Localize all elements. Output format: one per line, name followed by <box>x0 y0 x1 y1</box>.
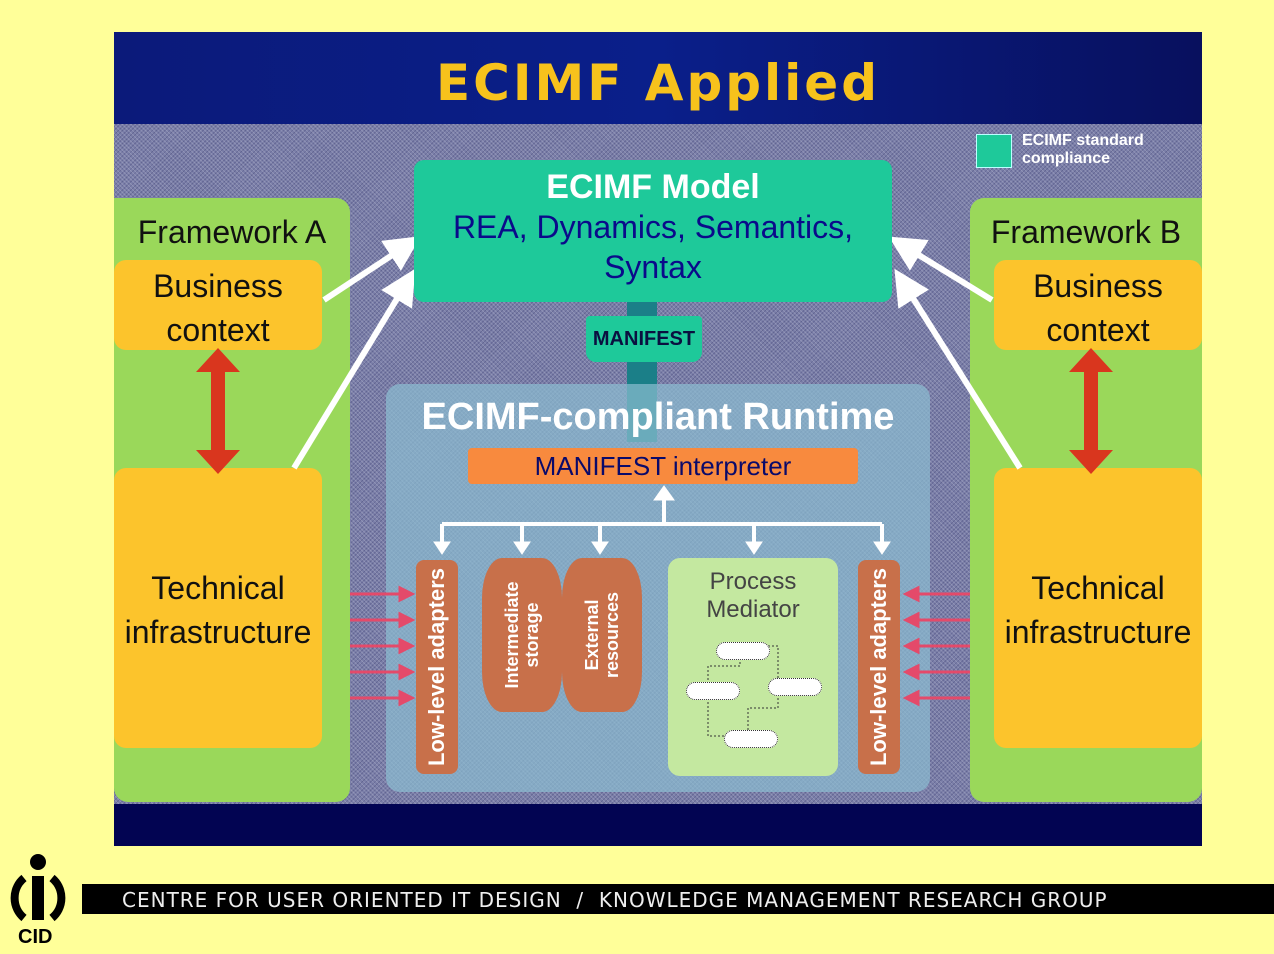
red-double-arrow-b <box>1069 348 1113 474</box>
legend-label: ECIMF standard compliance <box>1022 132 1144 167</box>
title-band <box>114 32 1202 124</box>
legend-swatch <box>976 134 1012 168</box>
process-mediator: Process Mediator <box>668 558 838 776</box>
arrow-technical-b-to-model <box>894 268 1023 470</box>
framework-a-business-context: Business context <box>114 260 322 350</box>
footer-text: CENTRE FOR USER ORIENTED IT DESIGN / KNO… <box>122 888 1108 912</box>
ecimf-model-box: ECIMF Model REA, Dynamics, Semantics, Sy… <box>414 160 892 302</box>
connector-arrows <box>196 236 1113 474</box>
process-node <box>686 682 740 700</box>
framework-a-technical-infrastructure: Technical infrastructure <box>114 468 322 748</box>
process-mediator-line1: Process <box>709 568 797 595</box>
low-level-adapters-right: Low-level adapters <box>858 560 900 774</box>
arrow-business-b-to-model <box>888 236 994 303</box>
framework-b-business-context: Business context <box>994 260 1202 350</box>
model-subtitle-2: Syntax <box>604 249 702 285</box>
intermediate-storage: Intermediate storage <box>482 558 562 712</box>
framework-b-technical-infrastructure: Technical infrastructure <box>994 468 1202 748</box>
runtime-title: ECIMF-compliant Runtime <box>421 396 895 438</box>
model-title: ECIMF Model <box>546 168 760 206</box>
external-resources: External resources <box>562 558 642 712</box>
process-mediator-line2: Mediator <box>706 596 800 623</box>
model-subtitle-1: REA, Dynamics, Semantics, <box>452 209 854 245</box>
process-node <box>716 642 770 660</box>
manifest-document: MANIFEST <box>586 316 702 362</box>
arrow-business-a-to-model <box>322 236 422 303</box>
interpreter-distribution-arrows <box>433 485 891 555</box>
arrow-technical-a-to-model <box>291 268 416 470</box>
low-level-adapters-left: Low-level adapters <box>416 560 458 774</box>
framework-b-title: Framework B <box>990 214 1182 250</box>
footer-bar <box>82 884 1274 914</box>
manifest-interpreter: MANIFEST interpreter <box>468 448 858 484</box>
process-node <box>724 730 778 748</box>
slide-title: ECIMF Applied <box>435 54 881 112</box>
cid-logo-icon <box>10 854 66 922</box>
runtime-box: ECIMF-compliant Runtime MANIFEST interpr… <box>386 384 930 792</box>
process-node <box>768 678 822 696</box>
bottom-band <box>114 804 1202 846</box>
slide: ECIMF Applied ECIMF standard compliance … <box>114 32 1202 846</box>
framework-a-title: Framework A <box>137 214 327 250</box>
red-double-arrow-a <box>196 348 240 474</box>
logo-label: CID <box>18 926 53 948</box>
adapter-input-arrows <box>350 585 970 707</box>
